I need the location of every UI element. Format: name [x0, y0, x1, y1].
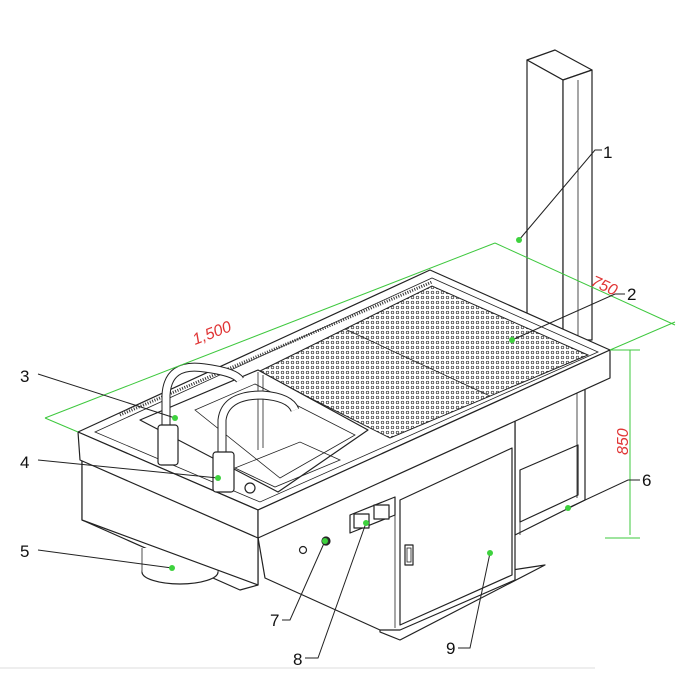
dimension-lines	[44, 242, 676, 539]
faucet-front[interactable]	[212, 390, 300, 493]
perforated-panel	[119, 280, 590, 439]
callout-3: 3	[20, 367, 29, 386]
dimension-length: 1,500	[190, 318, 234, 348]
faucet-rear[interactable]	[157, 362, 244, 466]
dimension-height: 850	[615, 428, 632, 455]
callout-4: 4	[20, 453, 29, 472]
dimension-width: 750	[588, 273, 619, 299]
under-sink-skirt	[81, 459, 259, 591]
callout-9: 9	[446, 639, 455, 658]
callout-7: 7	[270, 611, 279, 630]
callout-6: 6	[642, 471, 651, 490]
callout-8: 8	[293, 650, 302, 669]
callout-2: 2	[627, 285, 636, 304]
callout-5: 5	[20, 542, 29, 561]
drain-hole	[244, 482, 256, 494]
power-sockets[interactable]	[349, 496, 396, 534]
callout-dots	[169, 237, 571, 571]
cabinet-handle[interactable]	[404, 544, 414, 566]
back-column	[526, 49, 593, 341]
callout-1: 1	[603, 143, 612, 162]
switch-button[interactable]	[298, 545, 308, 555]
callout-leaders	[37, 149, 640, 659]
